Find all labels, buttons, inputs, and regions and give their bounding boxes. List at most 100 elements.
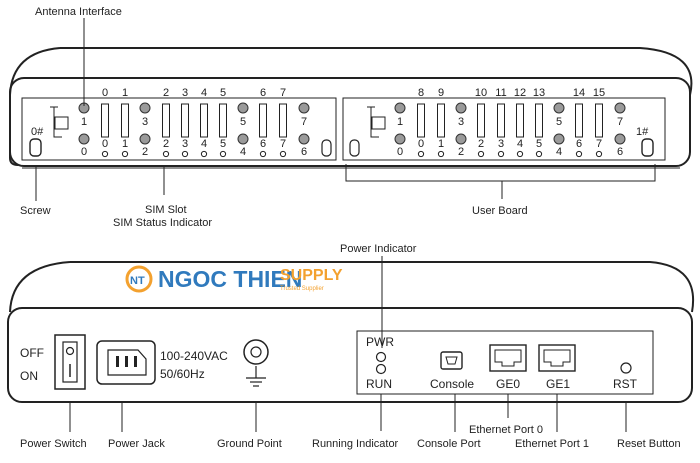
sim-slot-left-4 — [200, 103, 208, 138]
console-label: Console — [430, 377, 474, 391]
sim-status-led-right-0 — [417, 150, 425, 158]
antenna-label-top-left-0: 1 — [81, 116, 87, 128]
screw-right — [641, 138, 654, 157]
run-led — [375, 363, 387, 375]
sim-slot-number-left-2: 2 — [163, 87, 169, 99]
screw-left — [29, 138, 42, 157]
screw-right-inner — [349, 139, 360, 157]
antenna-connector-bottom-left-2 — [237, 133, 249, 145]
logo-name-accent: SUPPLY — [280, 267, 343, 284]
antenna-connector-top-right-1 — [455, 102, 467, 114]
antenna-connector-bottom-right-2 — [553, 133, 565, 145]
sim-status-number-left-7: 7 — [280, 138, 286, 150]
sim-slot-number-right-6: 14 — [573, 87, 585, 99]
reset-button-label: Reset Button — [617, 438, 681, 450]
sim-slot-number-left-0: 0 — [102, 87, 108, 99]
io-panel: PWR RUN Console GE0 GE1 RST — [356, 330, 654, 395]
power-switch-label: Power Switch — [20, 438, 87, 450]
sim-slot-right-6 — [575, 103, 583, 138]
user-board-label: User Board — [472, 205, 528, 217]
rear-panel — [7, 307, 693, 403]
user-board-left-frame — [21, 97, 337, 161]
screw-label: Screw — [20, 205, 51, 217]
power-jack-pin-left — [116, 356, 119, 367]
sim-status-number-left-0: 0 — [102, 138, 108, 150]
switch-on-label: ON — [20, 369, 38, 383]
sim-slot-number-left-1: 1 — [122, 87, 128, 99]
rear-chassis-top — [70, 261, 695, 313]
logo-tagline: Trusted Supplier — [280, 286, 324, 292]
antenna-interface-label: Antenna Interface — [35, 6, 122, 18]
sim-slot-number-right-3: 11 — [495, 87, 506, 99]
antenna-connector-bottom-left-0 — [78, 133, 90, 145]
rear-chassis — [7, 261, 695, 403]
sim-status-led-left-7 — [279, 150, 287, 158]
frequency-text: 50/60Hz — [160, 367, 205, 381]
antenna-label-top-left-2: 5 — [240, 116, 246, 128]
front-chassis-top — [60, 47, 693, 96]
board-id-left: 0# — [31, 126, 44, 138]
ethernet-port-1-label: Ethernet Port 1 — [515, 438, 589, 450]
antenna-interface-icon — [54, 116, 69, 130]
ground-point-label: Ground Point — [217, 438, 282, 450]
sim-slot-left-2 — [162, 103, 170, 138]
antenna-label-bottom-right-1: 2 — [458, 146, 464, 158]
power-jack — [96, 340, 156, 385]
antenna-connector-bottom-left-3 — [298, 133, 310, 145]
sim-slot-left-5 — [219, 103, 227, 138]
ge1-port-inner — [543, 349, 571, 367]
sim-status-number-right-3: 3 — [498, 138, 504, 150]
sim-status-number-right-0: 0 — [418, 138, 424, 150]
rst-label: RST — [613, 377, 638, 391]
antenna-connector-top-right-3 — [614, 102, 626, 114]
sim-status-led-left-2 — [162, 150, 170, 158]
power-jack-pin-right — [134, 356, 137, 367]
sim-slot-number-right-4: 12 — [514, 87, 526, 99]
antenna-bracket-right — [367, 106, 379, 138]
sim-slot-number-right-0: 8 — [418, 87, 424, 99]
voltage-text: 100-240VAC — [160, 349, 228, 363]
console-port-inner — [445, 356, 458, 365]
sim-status-number-left-5: 5 — [220, 138, 226, 150]
screw-left-inner — [321, 139, 332, 157]
ge1-label: GE1 — [546, 377, 570, 391]
sim-status-indicator-label: SIM Status Indicator — [113, 217, 212, 229]
watermark-logo: NT NGOC THIEN SUPPLY Trusted Supplier — [125, 265, 343, 293]
logo-badge — [125, 265, 153, 293]
pwr-led — [375, 351, 387, 363]
sim-status-led-right-2 — [477, 150, 485, 158]
sim-status-number-left-2: 2 — [163, 138, 169, 150]
ground-terminal-inner — [250, 346, 262, 358]
antenna-bracket — [50, 106, 62, 138]
antenna-label-bottom-left-3: 6 — [301, 146, 307, 158]
rear-chassis-left — [9, 261, 71, 313]
ge0-label: GE0 — [496, 377, 520, 391]
ge0-port-inner — [494, 349, 522, 367]
board-id-right: 1# — [636, 126, 649, 138]
antenna-connector-bottom-left-1 — [139, 133, 151, 145]
antenna-interface-icon-right — [371, 116, 386, 130]
sim-slot-number-right-5: 13 — [533, 87, 545, 99]
sim-slot-right-7 — [595, 103, 603, 138]
user-board-right-frame — [342, 97, 666, 161]
sim-status-led-right-7 — [595, 150, 603, 158]
switch-off-label: OFF — [20, 346, 44, 360]
front-panel — [9, 77, 691, 167]
sim-slot-right-0 — [417, 103, 425, 138]
power-switch-dot — [65, 346, 75, 356]
sim-slot-left-7 — [279, 103, 287, 138]
sim-slot-number-left-3: 3 — [182, 87, 188, 99]
ground-point — [243, 339, 269, 387]
antenna-connector-top-left-3 — [298, 102, 310, 114]
front-callouts: Antenna Interface Screw SIM Slot SIM Sta… — [20, 6, 656, 229]
antenna-label-top-left-3: 7 — [301, 116, 307, 128]
antenna-label-top-right-0: 1 — [397, 116, 403, 128]
sim-status-led-left-6 — [259, 150, 267, 158]
sim-slot-right-4 — [516, 103, 524, 138]
sim-status-led-right-1 — [437, 150, 445, 158]
antenna-connector-top-right-2 — [553, 102, 565, 114]
io-panel-frame — [356, 330, 654, 395]
